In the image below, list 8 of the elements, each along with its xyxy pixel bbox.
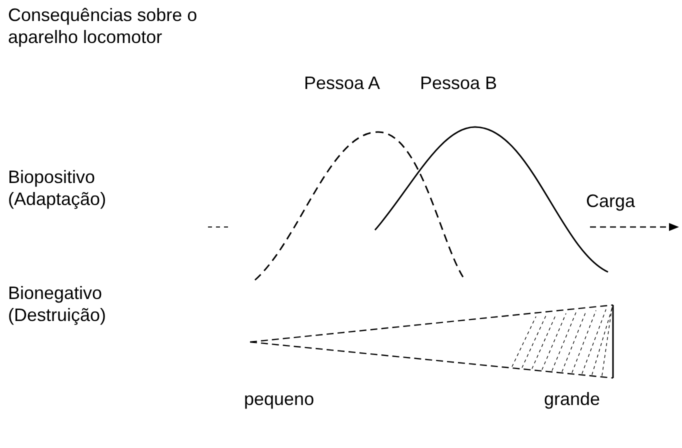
label-text: Pessoa B [420, 72, 498, 94]
label-text: Bionegativo (Destruição) [8, 282, 108, 326]
label-text: Pessoa A [304, 72, 382, 94]
label-text: Biopositivo (Adaptação) [8, 166, 108, 210]
label-text: grande [544, 388, 602, 410]
label-text: pequeno [244, 388, 316, 410]
label-text: Carga [586, 190, 636, 212]
label-text: Consequências sobre o aparelho locomotor [8, 4, 198, 48]
